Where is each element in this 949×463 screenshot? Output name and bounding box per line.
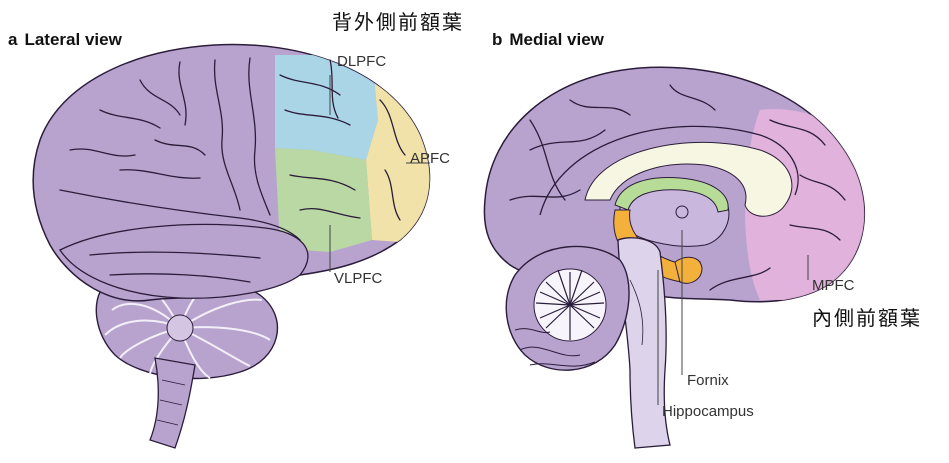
fornix-label: Fornix [687, 372, 729, 389]
panel-a-letter: a [8, 30, 17, 49]
lateral-view-panel: a Lateral view DLPFC APFC VLPFC [0, 0, 470, 463]
lateral-brain-illustration [0, 0, 470, 463]
vlpfc-label: VLPFC [334, 270, 382, 287]
panel-a-title-text: Lateral view [24, 30, 121, 49]
medial-view-panel: b Medial view MPFC Fornix Hippocampus [470, 0, 949, 463]
mpfc-chinese-annotation: 內側前額葉 [812, 302, 922, 331]
hippocampus-label: Hippocampus [662, 403, 754, 420]
dlpfc-chinese-annotation: 背外側前額葉 [332, 6, 464, 35]
dlpfc-label: DLPFC [337, 53, 386, 70]
panel-a-title: a Lateral view [8, 30, 122, 50]
medial-brain-illustration [470, 0, 949, 463]
apfc-label: APFC [410, 150, 450, 167]
panel-b-title-text: Medial view [509, 30, 603, 49]
cerebellum-medial [506, 246, 629, 370]
panel-b-letter: b [492, 30, 502, 49]
panel-b-title: b Medial view [492, 30, 604, 50]
mpfc-label: MPFC [812, 277, 855, 294]
dlpfc-region [275, 55, 378, 160]
